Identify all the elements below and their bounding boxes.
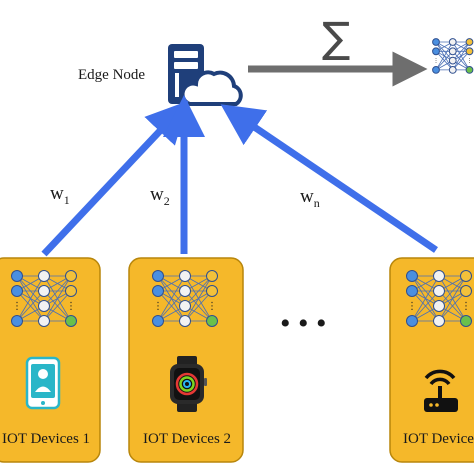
- network-node: [206, 270, 218, 282]
- network-node: [433, 300, 445, 312]
- network-edge: [43, 290, 72, 322]
- network-node: [448, 38, 457, 46]
- network-node: [206, 315, 218, 327]
- network-node: [179, 285, 191, 297]
- device-label-1: IOT Devices 1: [2, 431, 90, 447]
- network-ellipsis: ⋮: [153, 301, 163, 312]
- network-node: [65, 270, 77, 282]
- network-edge: [435, 41, 454, 71]
- network-node: [152, 315, 164, 327]
- network-node: [448, 56, 457, 65]
- network-node: [465, 65, 474, 74]
- network-node: [406, 270, 418, 282]
- device-label-n: IOT Devices n: [403, 431, 474, 447]
- network-node: [65, 285, 77, 297]
- network-node: [432, 65, 440, 74]
- network-ellipsis: ⋮: [12, 301, 22, 312]
- network-node: [460, 285, 472, 297]
- upload-arrows: [41, 95, 438, 257]
- more-devices-ellipsis: • • •: [280, 307, 327, 340]
- network-node: [460, 270, 472, 282]
- arrow-device-n: [220, 104, 438, 253]
- network-edge: [184, 275, 213, 322]
- network-edge: [157, 275, 186, 322]
- network-node: [38, 315, 50, 327]
- network-edge: [157, 290, 186, 322]
- network-edge: [411, 275, 440, 322]
- server-cloud-icon: [168, 44, 243, 106]
- device-card-2: ⋮⋮ IOT Devices 2: [128, 257, 244, 463]
- network-node: [11, 315, 23, 327]
- network-node: [179, 300, 191, 312]
- device-card-n: ⋮⋮ IOT Devices n: [389, 257, 474, 463]
- edge-node: Edge Node: [78, 44, 243, 106]
- arrow-device-1: [41, 100, 189, 257]
- network-edge: [438, 290, 467, 322]
- network-ellipsis: ⋮: [407, 301, 417, 312]
- network-edge: [16, 290, 45, 322]
- local-model-network-icon: ⋮⋮: [152, 270, 218, 327]
- network-node: [432, 47, 440, 56]
- network-node: [179, 270, 191, 282]
- network-node: [448, 65, 457, 74]
- network-node: [11, 270, 23, 282]
- network-node: [406, 315, 418, 327]
- global-model-network-icon: ⋮⋮: [432, 38, 474, 74]
- device-card-1: ⋮⋮ IOT Devices 1: [0, 257, 101, 463]
- network-edge: [452, 51, 470, 71]
- network-node: [11, 285, 23, 297]
- network-node: [152, 270, 164, 282]
- network-node: [406, 285, 418, 297]
- network-ellipsis: ⋮: [66, 301, 76, 312]
- network-node: [465, 38, 474, 46]
- network-ellipsis: ⋮: [466, 57, 472, 64]
- smartphone-icon: [25, 356, 61, 410]
- network-ellipsis: ⋮: [433, 57, 439, 64]
- network-node: [65, 315, 77, 327]
- network-node: [465, 47, 474, 56]
- weight-label-1: w1: [50, 183, 70, 207]
- network-node: [206, 285, 218, 297]
- network-node: [179, 315, 191, 327]
- smartwatch-icon: [170, 356, 207, 412]
- network-node: [38, 285, 50, 297]
- network-edge: [43, 275, 72, 307]
- network-node: [38, 300, 50, 312]
- network-edge: [411, 290, 440, 322]
- network-edge: [43, 275, 72, 322]
- edge-node-label: Edge Node: [78, 67, 145, 83]
- weight-label-2: w2: [150, 184, 170, 208]
- network-edge: [452, 41, 470, 61]
- network-node: [433, 315, 445, 327]
- device-label-2: IOT Devices 2: [143, 431, 231, 447]
- network-node: [152, 285, 164, 297]
- aggregation: ∑ ⋮⋮: [248, 13, 474, 87]
- network-edge: [452, 41, 470, 71]
- network-ellipsis: ⋮: [461, 301, 471, 312]
- weight-label-n: wn: [300, 186, 320, 210]
- network-edge: [438, 275, 467, 322]
- network-edge: [435, 51, 454, 71]
- network-edge: [184, 275, 213, 307]
- network-node: [432, 38, 440, 46]
- network-node: [433, 285, 445, 297]
- sigma-symbol: ∑: [322, 13, 350, 62]
- network-edge: [438, 275, 467, 307]
- wifi-router-icon: [424, 369, 458, 412]
- network-node: [460, 315, 472, 327]
- network-node: [38, 270, 50, 282]
- local-model-network-icon: ⋮⋮: [11, 270, 77, 327]
- network-edge: [16, 275, 45, 322]
- network-node: [448, 47, 457, 56]
- network-edge: [184, 290, 213, 322]
- local-model-network-icon: ⋮⋮: [406, 270, 472, 327]
- network-ellipsis: ⋮: [207, 301, 217, 312]
- network-node: [433, 270, 445, 282]
